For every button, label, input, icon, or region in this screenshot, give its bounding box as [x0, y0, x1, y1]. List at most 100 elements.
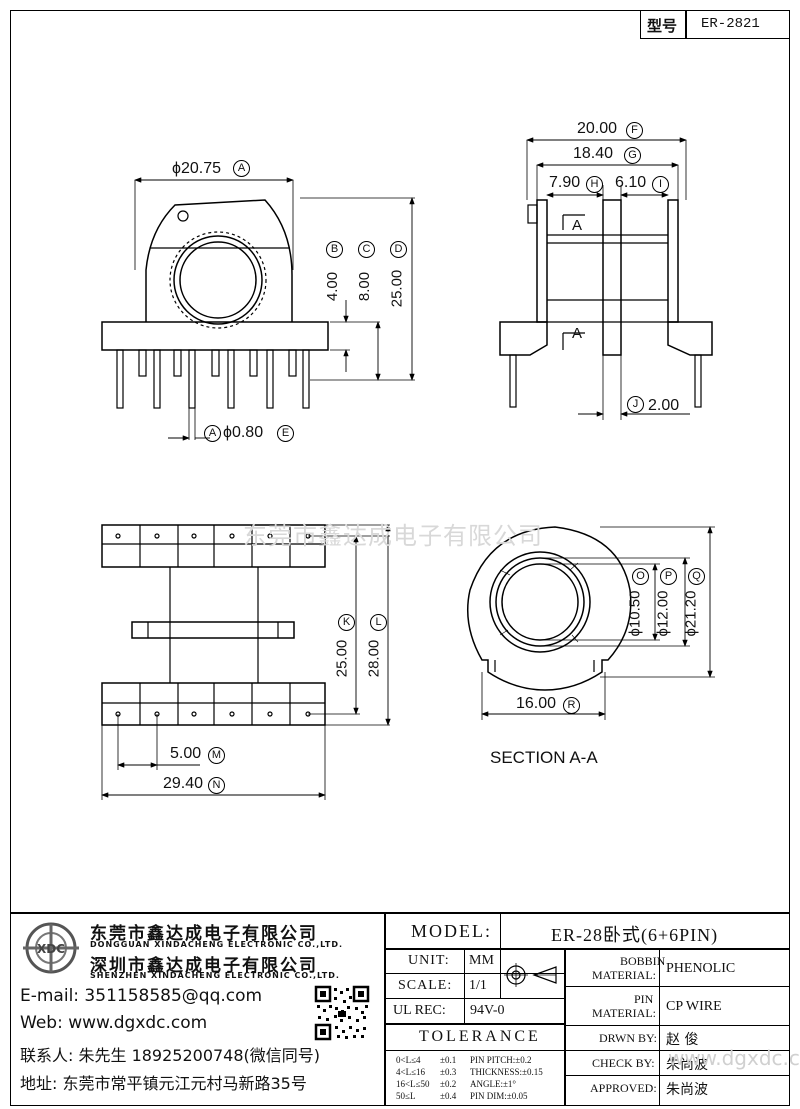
company-address: 地址: 东莞市常平镇元江元村马新路35号 — [20, 1074, 307, 1093]
company-watermark: 东莞市鑫达成电子有限公司 — [243, 522, 543, 550]
qr-code — [314, 985, 370, 1041]
type-label: 型号 — [647, 17, 678, 35]
model-label: MODEL: — [411, 921, 492, 941]
check-by-value: 朱尚波 — [666, 1057, 708, 1073]
approved-value: 朱尚波 — [666, 1082, 708, 1098]
circle-q-marker: Q — [688, 568, 705, 585]
tb-hline-9 — [564, 1075, 790, 1076]
circle-a2-marker: A — [204, 425, 221, 442]
bobbin-material-label-2: MATERIAL: — [592, 968, 656, 982]
drawn-by-value: 赵 俊 — [666, 1032, 699, 1048]
company-email: E-mail: 351158585@qq.com — [20, 986, 263, 1006]
circle-r-marker: R — [563, 697, 580, 714]
tb-vline-5 — [659, 948, 660, 1106]
projection-symbol-icon — [504, 963, 557, 987]
bottom-view — [101, 524, 391, 800]
model-code: ER-2821 — [701, 16, 760, 32]
tb-hline-2 — [384, 973, 564, 974]
dim-c: 8.00 — [356, 271, 374, 302]
tb-hline-5 — [384, 1050, 564, 1051]
website-watermark: www.dgxdc.com — [668, 1046, 800, 1070]
company-name-cn-dongguan: 东莞市鑫达成电子有限公司 — [90, 924, 318, 944]
pin-material-label-1: PIN — [634, 992, 654, 1006]
section-view — [467, 526, 715, 720]
circle-o-marker: O — [632, 568, 649, 585]
circle-d-marker: D — [390, 241, 407, 258]
front-view — [101, 177, 415, 441]
bobbin-material-label-1: BOBBIN — [620, 954, 666, 968]
dim-b: 4.00 — [324, 271, 342, 302]
tb-vline-main — [384, 912, 386, 1106]
model-value: ER-28卧式(6+6PIN) — [551, 925, 719, 945]
circle-g-marker: G — [624, 147, 641, 164]
circle-c-marker: C — [358, 241, 375, 258]
tb-hline-1 — [384, 948, 790, 950]
pin-material-label-2: MATERIAL: — [592, 1006, 656, 1020]
circle-h-marker: H — [586, 176, 603, 193]
dim-pin-diameter: ϕ0.80 — [223, 424, 264, 441]
model-header-box: 型号 ER-2821 — [640, 10, 790, 39]
tb-vline-3 — [500, 948, 501, 998]
company-name-en-dongguan: DONGGUAN XINDACHENG ELECTRONIC CO.,LTD. — [90, 940, 344, 949]
title-block-top-line — [10, 912, 790, 914]
technical-drawing — [101, 137, 715, 800]
scale-value: 1/1 — [469, 978, 487, 993]
unit-value: MM — [469, 953, 494, 968]
company-logo: XDC — [23, 922, 79, 974]
side-view — [499, 137, 713, 420]
drawn-by-label: DRWN BY: — [599, 1031, 657, 1045]
company-web: Web: www.dgxdc.com — [20, 1013, 208, 1033]
dim-n: 29.40 — [163, 775, 204, 792]
ulrec-label: UL REC: — [393, 1003, 446, 1018]
circle-b-marker: B — [326, 241, 343, 258]
tb-hline-6 — [564, 986, 790, 987]
scale-label: SCALE: — [398, 978, 453, 993]
dim-h: 7.90 — [549, 174, 581, 191]
circle-i-marker: I — [652, 176, 669, 193]
circle-m-marker: M — [208, 747, 225, 764]
company-name-cn-shenzhen: 深圳市鑫达成电子有限公司 — [90, 956, 318, 976]
tb-vline-model — [500, 912, 501, 948]
section-mark-bottom: A — [572, 325, 583, 342]
tolerance-label: TOLERANCE — [419, 1028, 541, 1045]
tb-vline-4 — [564, 948, 566, 1106]
circle-l-marker: L — [370, 614, 387, 631]
ulrec-value: 94V-0 — [470, 1003, 505, 1018]
dim-m: 5.00 — [170, 745, 202, 762]
circle-p-marker: P — [660, 568, 677, 585]
tb-hline-8 — [564, 1050, 790, 1051]
dim-a-diameter: ϕ20.75 — [172, 160, 221, 177]
dim-j: 2.00 — [648, 397, 680, 414]
circle-a-marker: A — [233, 160, 250, 177]
circle-n-marker: N — [208, 777, 225, 794]
dim-f: 20.00 — [577, 120, 618, 137]
tb-hline-4 — [384, 1023, 564, 1025]
check-by-label: CHECK BY: — [592, 1056, 655, 1070]
circle-k-marker: K — [338, 614, 355, 631]
circle-e-marker: E — [277, 425, 294, 442]
dim-p: ϕ12.00 — [654, 590, 672, 637]
circle-f-marker: F — [626, 122, 643, 139]
dim-d: 25.00 — [388, 269, 406, 308]
dim-r: 16.00 — [516, 695, 557, 712]
unit-label: UNIT: — [408, 953, 450, 968]
tb-hline-7 — [564, 1025, 790, 1026]
circle-j-marker: J — [627, 396, 644, 413]
dim-o: ϕ10.50 — [626, 590, 644, 637]
bobbin-material-value: PHENOLIC — [666, 961, 736, 976]
section-title: SECTION A-A — [490, 748, 598, 767]
pin-material-value: CP WIRE — [666, 999, 722, 1014]
drawing-border — [10, 10, 790, 1106]
company-name-en-shenzhen: SHENZHEN XINDACHENG ELECTRONIC CO.,LTD. — [90, 971, 340, 980]
dim-i: 6.10 — [615, 174, 647, 191]
approved-label: APPROVED: — [590, 1081, 657, 1095]
dim-l: 28.00 — [365, 639, 383, 678]
dim-k: 25.00 — [333, 639, 351, 678]
dim-g: 18.40 — [573, 145, 614, 162]
